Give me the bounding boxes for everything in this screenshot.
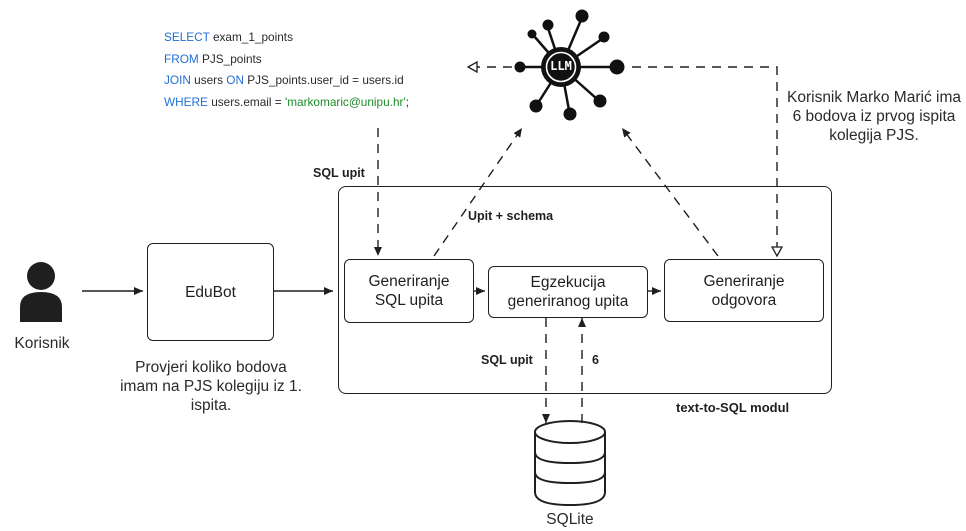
sql-string: 'markomaric@unipu.hr' xyxy=(284,94,406,109)
dashed-flow-arrows xyxy=(374,66,777,423)
user-icon xyxy=(20,262,62,322)
arrow-llm-to-answer xyxy=(632,66,777,256)
sql-fragment: ; xyxy=(405,94,409,109)
arrow-upit-schema-to-llm xyxy=(433,127,523,257)
sql-keyword: JOIN xyxy=(164,73,191,87)
sql-fragment: users xyxy=(190,73,227,87)
edge-label-upit-schema: Upit + schema xyxy=(468,209,554,223)
user-question-text: Provjeri koliko bodova imam na PJS koleg… xyxy=(120,359,302,414)
sql-keyword: SELECT xyxy=(164,30,210,44)
sql-fragment: PJS_points xyxy=(198,51,262,66)
edge-label-sql-upit-top: SQL upit xyxy=(313,166,365,180)
edubot-node: EduBot xyxy=(147,243,274,341)
sql-fragment: exam_1_points xyxy=(209,30,293,44)
gen-answer-label: Generiranje odgovora xyxy=(703,272,785,309)
user-label: Korisnik xyxy=(14,335,70,352)
edge-label-result: 6 xyxy=(592,353,599,367)
arrow-answer-to-llm xyxy=(621,127,719,257)
gen-sql-label: Generiranje SQL upita xyxy=(368,273,450,309)
llm-label: LLM xyxy=(550,59,572,73)
gen-answer-node: Generiranje odgovora xyxy=(664,259,824,322)
llm-answer-text: Korisnik Marko Marić ima 6 bodova iz prv… xyxy=(787,89,961,144)
edubot-label: EduBot xyxy=(185,283,236,301)
gen-sql-node: Generiranje SQL upita xyxy=(344,259,474,323)
module-label: text-to-SQL modul xyxy=(676,400,790,415)
sql-keyword: FROM xyxy=(164,51,199,66)
exec-query-node: Egzekucija generiranog upita xyxy=(488,266,648,318)
sql-fragment: users.email = xyxy=(207,94,285,109)
sql-keyword: WHERE xyxy=(164,94,208,109)
sql-query-text: SELECT exam_1_points FROM PJS_points JOI… xyxy=(164,27,409,113)
database-label: SQLite xyxy=(546,511,594,528)
exec-query-label: Egzekucija generiranog upita xyxy=(507,274,629,310)
edge-label-sql-upit-bottom: SQL upit xyxy=(481,353,533,367)
sql-keyword: ON xyxy=(226,73,244,87)
llm-node-icon xyxy=(514,9,625,121)
database-icon xyxy=(534,420,606,507)
sql-fragment: PJS_points.user_id = users.id xyxy=(243,73,404,87)
text-to-sql-module xyxy=(338,186,832,394)
